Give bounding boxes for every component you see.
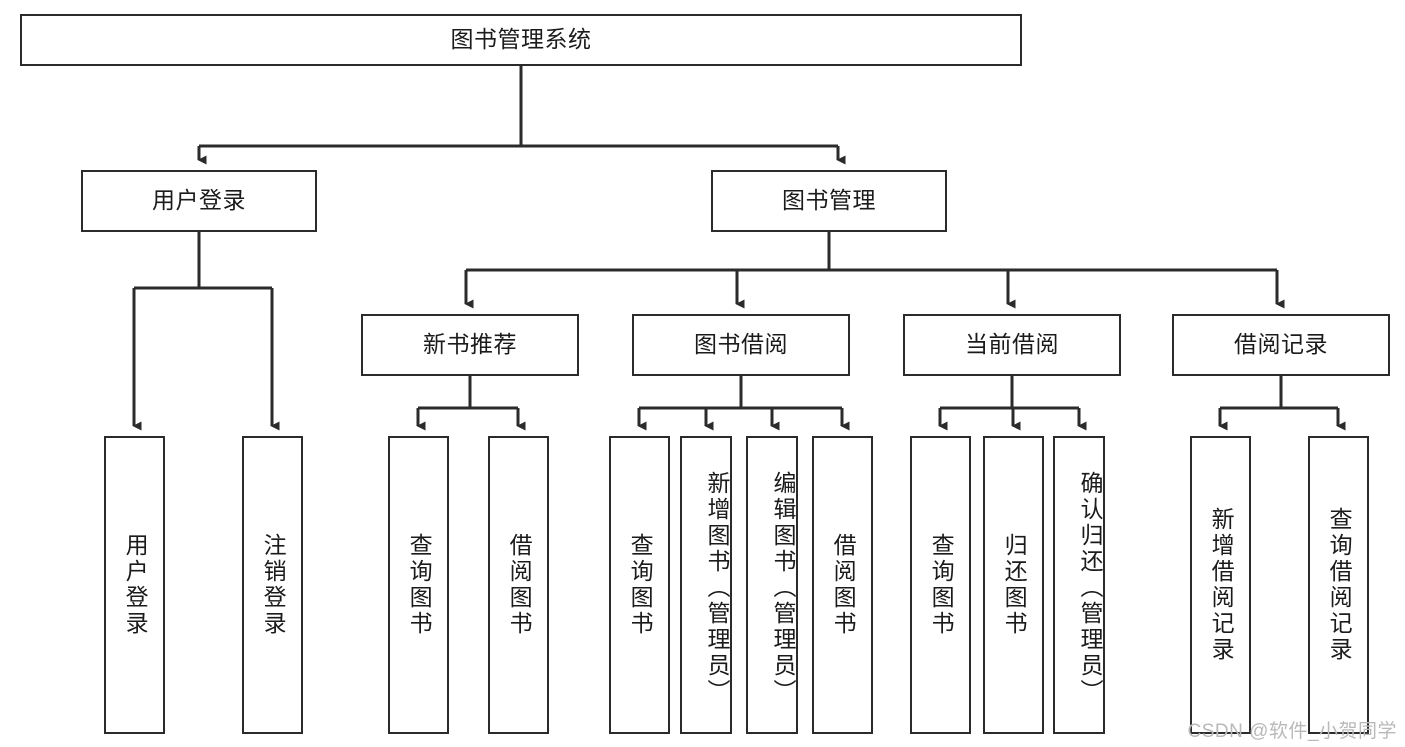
node-leaf-query-record[interactable]: 查询借阅记录 — [1308, 436, 1369, 734]
node-borrow-record[interactable]: 借阅记录 — [1172, 314, 1390, 376]
node-book-borrow-label: 图书借阅 — [694, 331, 788, 358]
node-leaf-confirm-return-label: 确认归还（管理员） — [1077, 471, 1103, 705]
node-user-login[interactable]: 用户登录 — [81, 170, 317, 232]
node-leaf-borrow-book-rec-label: 借阅图书 — [506, 533, 533, 637]
node-leaf-add-record-label: 新增借阅记录 — [1208, 507, 1235, 663]
node-new-book-rec[interactable]: 新书推荐 — [361, 314, 579, 376]
node-leaf-query-book-borrow-label: 查询图书 — [627, 533, 654, 637]
node-leaf-query-record-label: 查询借阅记录 — [1326, 507, 1353, 663]
node-current-borrow-label: 当前借阅 — [965, 331, 1059, 358]
node-leaf-query-book-rec-label: 查询图书 — [406, 533, 433, 637]
node-leaf-logout-label: 注销登录 — [260, 533, 287, 637]
node-leaf-borrow-book-borrow-label: 借阅图书 — [830, 533, 857, 637]
node-user-login-label: 用户登录 — [152, 187, 246, 214]
node-leaf-query-book-rec[interactable]: 查询图书 — [388, 436, 449, 734]
node-book-manage-label: 图书管理 — [782, 187, 876, 214]
node-book-borrow[interactable]: 图书借阅 — [632, 314, 850, 376]
node-leaf-return-book-label: 归还图书 — [1001, 533, 1028, 637]
node-leaf-edit-book[interactable]: 编辑图书（管理员） — [746, 436, 798, 734]
node-leaf-add-record[interactable]: 新增借阅记录 — [1190, 436, 1251, 734]
node-leaf-user-login-label: 用户登录 — [122, 533, 149, 637]
node-leaf-query-book-current[interactable]: 查询图书 — [910, 436, 971, 734]
node-leaf-return-book[interactable]: 归还图书 — [983, 436, 1044, 734]
node-book-manage[interactable]: 图书管理 — [711, 170, 947, 232]
node-leaf-logout[interactable]: 注销登录 — [242, 436, 303, 734]
node-leaf-confirm-return[interactable]: 确认归还（管理员） — [1053, 436, 1105, 734]
node-root[interactable]: 图书管理系统 — [20, 14, 1022, 66]
node-borrow-record-label: 借阅记录 — [1234, 331, 1328, 358]
node-leaf-query-book-current-label: 查询图书 — [928, 533, 955, 637]
node-leaf-user-login[interactable]: 用户登录 — [104, 436, 165, 734]
node-root-label: 图书管理系统 — [450, 26, 592, 53]
node-leaf-add-book-label: 新增图书（管理员） — [704, 471, 730, 705]
node-leaf-query-book-borrow[interactable]: 查询图书 — [609, 436, 670, 734]
node-leaf-edit-book-label: 编辑图书（管理员） — [770, 471, 796, 705]
csdn-watermark: CSDN @软件_小贺同学 — [1187, 721, 1397, 742]
node-leaf-borrow-book-rec[interactable]: 借阅图书 — [488, 436, 549, 734]
node-leaf-add-book[interactable]: 新增图书（管理员） — [680, 436, 732, 734]
node-leaf-borrow-book-borrow[interactable]: 借阅图书 — [812, 436, 873, 734]
node-current-borrow[interactable]: 当前借阅 — [903, 314, 1121, 376]
node-new-book-rec-label: 新书推荐 — [423, 331, 517, 358]
